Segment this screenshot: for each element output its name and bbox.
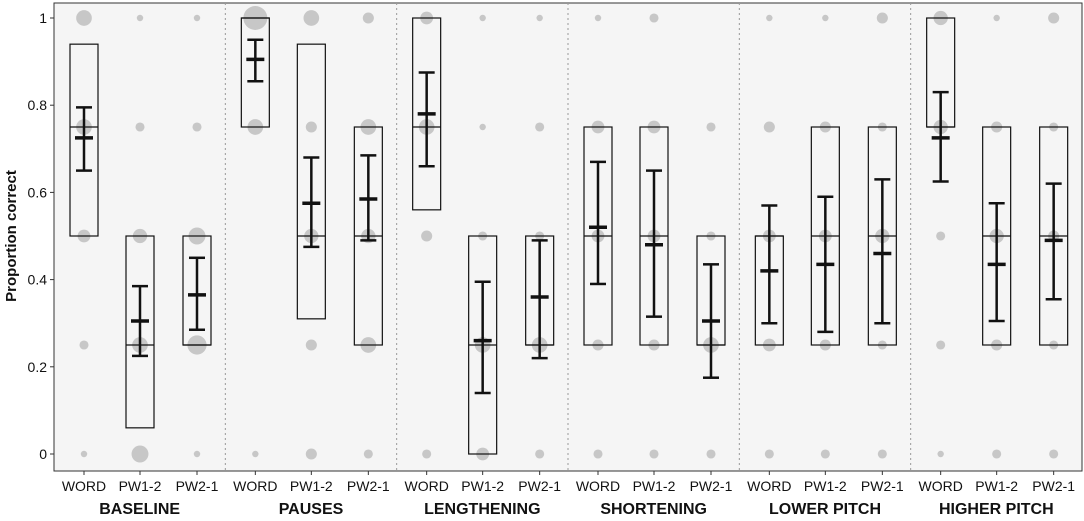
group-label: PAUSES (279, 501, 344, 518)
data-dot (479, 14, 486, 22)
data-dot (992, 449, 1002, 459)
data-dot (936, 340, 946, 350)
group-label: LOWER PITCH (769, 501, 881, 518)
data-dot (593, 449, 603, 459)
y-axis-label: Proportion correct (3, 170, 20, 302)
data-dot (193, 450, 201, 458)
x-tick-label: PW2-1 (861, 478, 904, 494)
data-dot (706, 122, 716, 132)
data-dot (135, 122, 145, 132)
x-tick-label: PW2-1 (518, 478, 561, 494)
x-tick-label: PW1-2 (461, 478, 504, 494)
x-tick-label: PW2-1 (347, 478, 390, 494)
x-tick-label: PW2-1 (690, 478, 733, 494)
group-label: HIGHER PITCH (939, 501, 1054, 518)
data-dot (305, 448, 317, 460)
data-dot (192, 122, 202, 132)
x-tick-label: PW1-2 (290, 478, 333, 494)
data-dot (305, 121, 317, 133)
data-dot (822, 14, 829, 22)
data-dot (422, 449, 432, 459)
y-tick-label: 0.6 (28, 184, 48, 200)
y-tick-label: 1 (39, 10, 47, 26)
data-dot (820, 449, 830, 459)
data-dot (706, 449, 716, 459)
y-tick-label: 0.2 (28, 359, 48, 375)
x-tick-label: WORD (919, 478, 963, 494)
data-dot (421, 230, 433, 242)
data-dot (1048, 12, 1060, 24)
data-dot (993, 14, 1000, 22)
data-dot (536, 14, 543, 22)
data-dot (535, 122, 545, 132)
data-dot (876, 12, 888, 24)
data-dot (193, 14, 201, 22)
data-dot (80, 450, 88, 458)
group-label: BASELINE (99, 501, 180, 518)
iqr-box (412, 17, 442, 211)
x-tick-label: WORD (747, 478, 791, 494)
x-tick-label: WORD (233, 478, 277, 494)
data-dot (1049, 449, 1059, 459)
data-dot (79, 340, 89, 350)
data-dot (937, 450, 944, 458)
data-dot (136, 14, 144, 22)
group-label: SHORTENING (600, 501, 707, 518)
data-dot (479, 123, 486, 131)
data-dot (763, 121, 775, 133)
data-dot (877, 449, 887, 459)
y-tick-label: 0 (39, 446, 47, 462)
iqr-box (296, 43, 326, 320)
data-dot (252, 450, 259, 458)
data-dot (766, 14, 773, 22)
x-tick-label: PW1-2 (633, 478, 676, 494)
y-tick-label: 0.4 (28, 272, 48, 288)
x-tick-label: PW1-2 (119, 478, 162, 494)
x-tick-label: WORD (62, 478, 106, 494)
y-tick-label: 0.8 (28, 97, 48, 113)
data-dot (76, 10, 92, 26)
data-dot (131, 445, 149, 463)
data-dot (649, 13, 659, 23)
x-tick-label: PW2-1 (176, 478, 219, 494)
data-dot (535, 449, 545, 459)
data-dot (363, 449, 373, 459)
x-tick-label: PW1-2 (804, 478, 847, 494)
data-dot (649, 449, 659, 459)
data-dot (936, 231, 946, 241)
iqr-box (69, 43, 99, 237)
data-dot (305, 339, 317, 351)
x-tick-label: PW1-2 (975, 478, 1018, 494)
group-label: LENGTHENING (424, 501, 540, 518)
data-dot (594, 14, 602, 22)
x-tick-label: WORD (576, 478, 620, 494)
x-tick-label: WORD (405, 478, 449, 494)
data-dot (362, 12, 374, 24)
iqr-box (125, 235, 155, 429)
x-tick-label: PW2-1 (1032, 478, 1075, 494)
data-dot (303, 10, 320, 26)
data-dot (764, 449, 774, 459)
